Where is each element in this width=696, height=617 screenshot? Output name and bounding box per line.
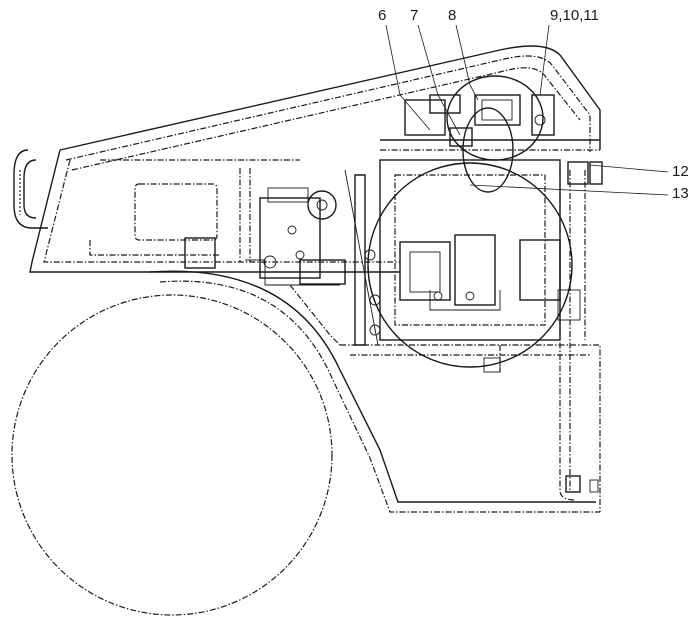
callout-12: 12	[672, 163, 689, 180]
engine-block	[367, 159, 573, 373]
front-wheel	[11, 294, 333, 616]
callout-13: 13	[672, 185, 689, 202]
pump-assembly	[184, 187, 346, 346]
fan-belt	[344, 169, 381, 346]
callout-leaders	[385, 24, 669, 196]
grille-panel	[89, 159, 300, 262]
turbo-assembly	[380, 75, 603, 193]
fender	[149, 270, 601, 513]
hood-outline	[29, 45, 601, 273]
callout-7: 7	[410, 7, 418, 24]
callout-9-10-11: 9,10,11	[550, 7, 599, 24]
front-handle	[13, 149, 48, 229]
callout-6: 6	[378, 7, 386, 24]
side-pipes	[557, 170, 599, 501]
callout-8: 8	[448, 7, 456, 24]
